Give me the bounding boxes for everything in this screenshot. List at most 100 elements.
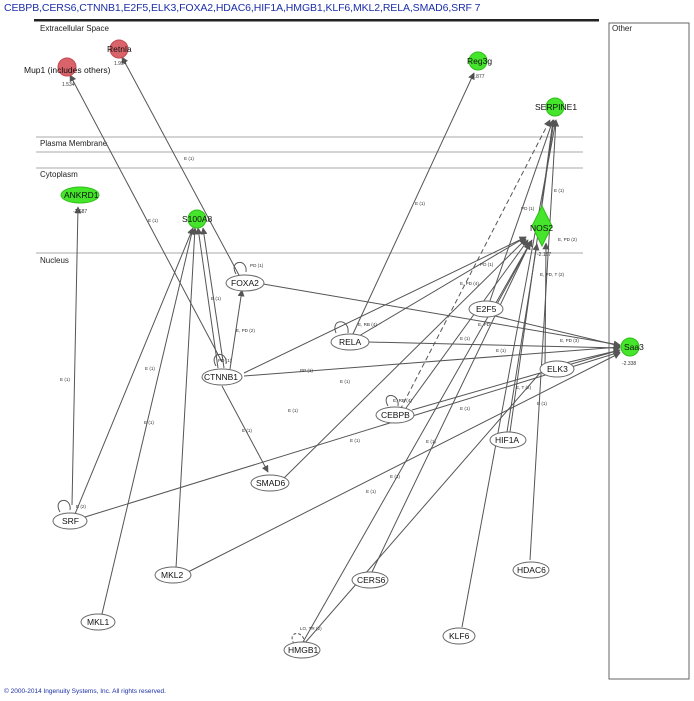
node-hif1a[interactable]: HIF1A [489,431,527,449]
edge-label: E (1) [366,489,376,494]
node-ctnnb1[interactable]: CTNNB1 [201,368,243,386]
node-foxa2[interactable]: FOXA2 [225,274,265,292]
edge-label: E (1) [145,366,155,371]
edge [303,372,541,645]
edge [367,341,621,352]
region-extracellular: Extracellular Space [40,24,109,33]
self-loop [385,395,399,407]
node-hmgb1[interactable]: HMGB1 [283,641,321,659]
edge [283,238,527,479]
edge-label: E (1) [537,401,547,406]
node-nos2[interactable]: NOS2 -2.167 [530,204,553,258]
node-elk3[interactable]: ELK3 [539,360,575,378]
edge-label: E (1) [415,201,425,206]
node-mkl1[interactable]: MKL1 [80,613,116,631]
edge-label: E, PD (3) [560,338,579,343]
node-ankrd1[interactable]: ANKRD1 -2.687 [60,186,100,215]
edge-label: PD (1) [521,206,535,211]
edge [461,119,559,628]
edge-label: E (1) [148,218,158,223]
edge-label: E, PD [478,322,491,327]
node-mkl2[interactable]: MKL2 [154,566,192,584]
node-label: RELA [339,337,362,347]
edge-label: E (1) [288,408,298,413]
edge [71,206,82,506]
self-loop [233,262,247,275]
node-label: MKL1 [87,617,109,627]
node-label: ELK3 [547,364,568,374]
node-value: -2.167 [537,252,551,258]
node-cebpb[interactable]: CEBPB [375,406,415,424]
edge-label: E (1) [60,377,70,382]
edge-label: E (1) [211,296,221,301]
edge [221,385,269,473]
other-region-box [608,22,690,680]
edge [101,227,195,615]
node-value: -2.687 [73,209,87,215]
node-srf[interactable]: SRF [52,512,88,530]
region-other: Other [612,24,632,33]
node-label: CEBPB [381,410,410,420]
edge-label: E, PD, T (2) [540,272,565,277]
node-retnla[interactable]: Retnla 1.954 [107,39,132,67]
edge-labels: E (1) E (1) E (1) E (1) E (1) E (1) E (1… [60,156,579,631]
node-label: Reg3g [467,56,492,66]
edge [529,119,560,561]
edge-label: E (1) [350,438,360,443]
region-nucleus: Nucleus [40,256,69,265]
edge [195,227,219,369]
node-e2f5[interactable]: E2F5 [468,300,504,318]
node-label: HIF1A [495,435,519,445]
node-hdac6[interactable]: HDAC6 [512,561,550,579]
edge-label: E, RB (4) [393,398,412,403]
edge [484,119,555,316]
node-serpine1[interactable]: SERPINE1 [535,97,577,117]
edge-label: PD (1) [480,262,494,267]
edge [175,227,199,569]
edge-label: E (1) [460,406,470,411]
node-value: -2.338 [622,361,636,367]
edge-label: E (1) [390,474,400,479]
node-s100a8[interactable]: S100A8 [182,209,213,229]
node-label: S100A8 [182,214,213,224]
edge [490,314,621,348]
edge [187,352,621,573]
edge [262,283,621,348]
edge-label: E (1) [426,439,436,444]
node-smad6[interactable]: SMAD6 [250,474,290,492]
node-value: 1.954 [114,61,127,67]
top-bar [34,19,599,22]
self-loop [334,321,349,334]
edge [243,236,527,374]
edge-label: E, PD (2) [558,237,577,242]
edge-label: E (2) [76,504,86,509]
node-cers6[interactable]: CERS6 [351,571,389,589]
edge [200,227,225,369]
node-reg3g[interactable]: Reg3g 2.877 [467,51,492,80]
node-label: CTNNB1 [204,372,238,382]
edge-label: E, RB (4) [358,322,377,327]
edge [411,348,621,411]
node-label: FOXA2 [231,278,259,288]
edge [121,56,241,278]
edge [371,242,531,573]
node-rela[interactable]: RELA [330,333,370,351]
node-mup1[interactable]: Mup1 (includes others) 1.534 [24,57,111,88]
self-loop [57,500,71,513]
node-label: HDAC6 [517,565,546,575]
node-label: SMAD6 [256,478,286,488]
edge-label: E, T (2) [516,385,532,390]
node-label: Saa3 [624,342,644,352]
edge-label: E (1) [554,188,564,193]
node-klf6[interactable]: KLF6 [442,627,476,645]
edge [229,289,245,370]
node-saa3[interactable]: Saa3 -2.338 [620,337,644,367]
edge [243,343,621,377]
edge [69,74,223,363]
edge [399,119,551,411]
edge-label: PD (1) [218,358,232,363]
edge-label: E (1) [242,428,252,433]
node-label: Retnla [107,44,132,54]
edge-label: E (1) [340,379,350,384]
self-loop [213,354,227,367]
